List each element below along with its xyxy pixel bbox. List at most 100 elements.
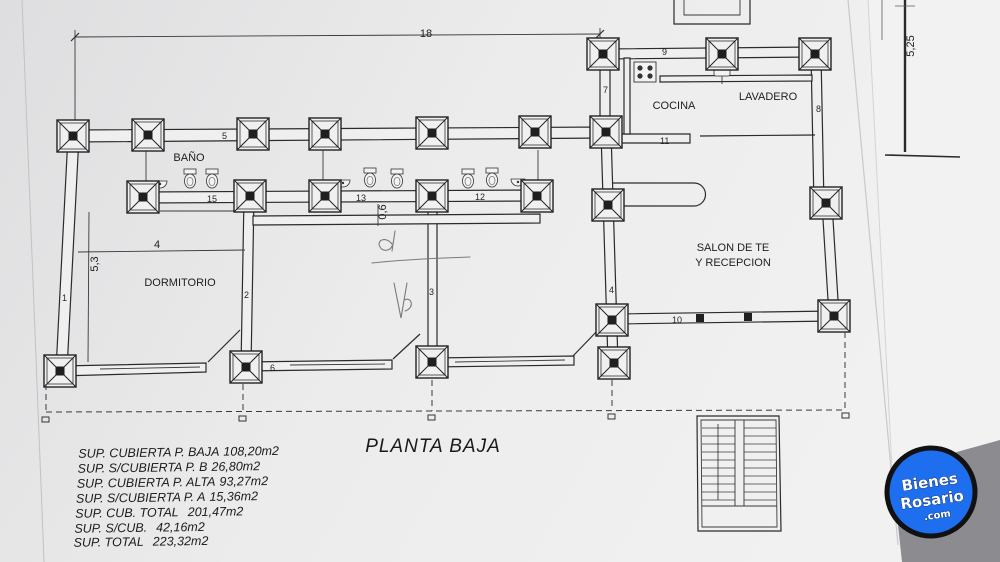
surface-label: SUP. CUBIERTA P. BAJA [78,445,219,461]
logo-badge [884,445,978,539]
counter [612,182,707,207]
surface-label: SUP. CUB. TOTAL [75,505,179,520]
wall-number: 8 [816,104,821,114]
surface-value: 108,20m2 [223,444,279,459]
surface-line: SUP. TOTAL 223,32m2 [73,534,208,550]
column [308,117,342,151]
surface-line: SUP. CUBIERTA P. BAJA 108,20m2 [78,444,279,461]
window [454,359,566,363]
column [809,186,843,220]
wall-number: 6 [270,363,275,373]
wall [659,74,813,83]
wall-number: 2 [244,290,249,300]
column [126,180,160,214]
toilet-icon [390,168,404,189]
sheet-edge [867,0,893,471]
surface-label: SUP. CUBIERTA P. ALTA [77,475,216,491]
back-sheet [868,0,1000,470]
dimension-lines-interior [77,204,379,363]
adjacent-drawing-fragment [673,0,961,158]
staircase [696,415,782,532]
surface-label: SUP. TOTAL [73,535,143,550]
dashed-boundary [41,332,850,423]
dimension-bath-gap: 0,6 [377,204,389,219]
column [415,345,449,379]
column [43,354,77,388]
wall-number: 12 [475,192,485,202]
column [586,37,620,71]
column [308,179,342,213]
surface-value: 201,47m2 [187,504,244,519]
surface-value: 42,16m2 [156,520,205,535]
wall-number: 1 [62,293,67,303]
column [591,188,625,222]
surface-label: SUP. S/CUBIERTA P. A [76,490,206,506]
column [229,350,263,384]
column [236,117,270,151]
column [798,37,832,71]
column [415,179,449,213]
toilet-icon [363,167,377,188]
wall [610,133,691,144]
column [520,179,554,213]
stove-icon [633,61,657,83]
column [597,346,631,380]
wall-number: 7 [603,85,608,95]
surface-label: SUP. S/CUB. [74,521,147,536]
surface-value: 223,32m2 [152,534,209,549]
toilet-icon [485,167,499,188]
column [518,115,552,149]
wall [245,359,393,372]
wall-number: 9 [662,47,667,57]
room-label-salon: Y RECEPCION [695,257,771,269]
room-label-dormitorio: DORMITORIO [144,277,216,289]
column [131,118,165,152]
surface-value: 93,27m2 [219,474,268,489]
wall [810,53,825,206]
room-label-bano: BAÑO [173,151,205,164]
room-label-lavadero: LAVADERO [739,91,798,103]
room-label-salon: SALON DE TE [697,242,770,254]
window [99,366,201,370]
logo-text: .com [923,509,951,524]
surface-value: 26,80m2 [210,459,260,474]
toilet-icon [183,168,197,189]
dimension-bedroom-width: 4 [154,239,160,251]
wall [240,195,255,368]
toilet-icon [461,168,475,189]
sheet-edge [847,0,899,546]
wall-number: 13 [356,193,366,203]
room-label-cocina: COCINA [653,100,696,112]
wall-number: 15 [207,194,217,204]
wall [252,213,541,226]
surface-label: SUP. S/CUBIERTA P. B [77,460,207,476]
column [595,303,629,337]
column [817,299,851,333]
frame-line [21,0,45,562]
toilet-icon [205,168,219,189]
dimension-depth: 5,3 [89,256,101,271]
wall-number: 11 [660,136,669,146]
surface-line: SUP. S/CUB. 42,16m2 [74,520,205,536]
wall-number: 5 [222,131,227,141]
column [415,116,449,150]
surfaces-list: SUP. CUBIERTA P. BAJA 108,20m2 SUP. S/CUB… [73,444,279,550]
bienes-rosario-logo: Bienes Rosario .com [884,445,978,539]
wall-numbers: 1 2 3 4 5 6 7 8 9 10 11 12 13 15 [62,47,821,373]
pencil-marks [371,230,471,319]
plan-title: PLANTA BAJA [365,436,501,457]
window [289,363,386,366]
wall-number: 4 [609,285,614,295]
column [233,179,267,213]
wall [611,310,835,325]
wall [623,57,631,135]
wall-number: 10 [672,315,682,325]
column [589,115,623,149]
column [705,37,739,71]
small-column [696,314,704,322]
small-column [744,313,752,321]
